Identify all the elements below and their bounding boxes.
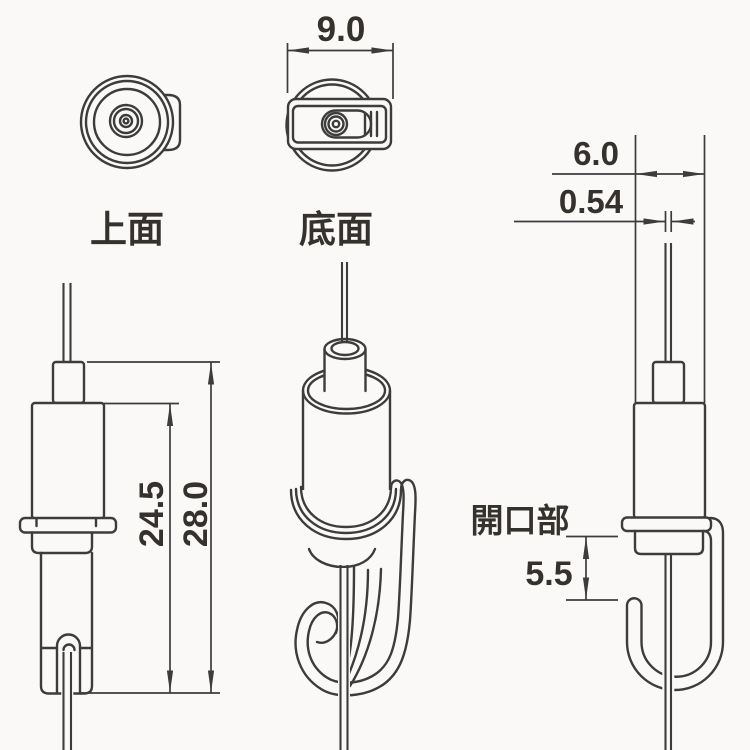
- bottom-view: 9.0 底面: [285, 10, 394, 250]
- dim-0-54: 0.54: [559, 183, 624, 220]
- dimension-body-length: 24.5: [104, 402, 179, 693]
- opening-label: 開口部: [471, 502, 570, 539]
- dimension-bottom-width: 9.0: [286, 10, 394, 99]
- bottom-view-label: 底面: [299, 209, 373, 250]
- dim-24-5: 24.5: [133, 481, 171, 547]
- side-view-cap: [51, 360, 86, 405]
- side-view-collar: [30, 531, 94, 555]
- pictorial-hook-inner: [306, 479, 405, 684]
- pictorial-hook-outer: [294, 478, 417, 697]
- pictorial-dome: [307, 547, 377, 569]
- dim-9-0: 9.0: [317, 10, 366, 49]
- dim-28-0: 28.0: [177, 481, 215, 547]
- side-view-body: [30, 401, 106, 520]
- profile-view: 6.0 0.54 開口部 5.5: [471, 135, 725, 750]
- side-view-loop: [55, 633, 82, 695]
- dimension-wire-diameter: 0.54: [514, 183, 695, 232]
- profile-flange: [620, 516, 713, 533]
- pictorial-view: [289, 262, 417, 750]
- profile-cap: [651, 360, 686, 405]
- dim-5-5: 5.5: [525, 555, 572, 593]
- dim-6-0: 6.0: [573, 135, 619, 172]
- side-view-flange: [18, 516, 118, 534]
- side-view: 24.5 28.0: [18, 283, 220, 750]
- dimension-opening: 開口部 5.5: [471, 502, 618, 601]
- dimension-overall-length: 28.0: [80, 361, 220, 694]
- profile-hook: [625, 516, 725, 692]
- profile-body: [632, 401, 707, 520]
- dimension-body-diameter: 6.0: [552, 135, 706, 403]
- top-view-label: 上面: [90, 209, 164, 250]
- profile-collar: [633, 529, 705, 556]
- top-view: 上面: [79, 74, 182, 250]
